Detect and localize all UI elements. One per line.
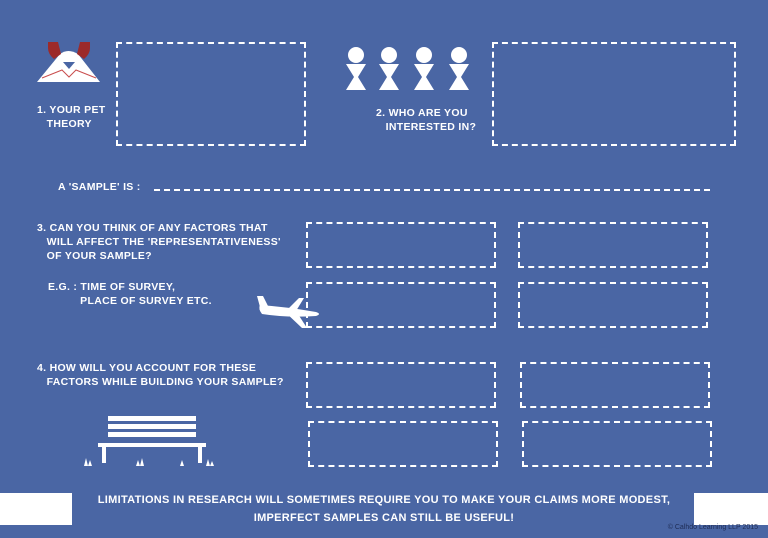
account-box-2[interactable] (520, 362, 710, 408)
copyright-text: © Calhdo Learning LLP 2015 (667, 524, 758, 531)
footer-band (0, 490, 768, 538)
footer-right-panel (694, 493, 768, 525)
account-box-4[interactable] (522, 421, 712, 467)
question-3-example: E.G. : TIME OF SURVEY, PLACE OF SURVEY E… (48, 281, 212, 307)
people-icon (346, 47, 469, 90)
pet-theory-box[interactable] (116, 42, 306, 146)
footer-line-1: LIMITATIONS IN RESEARCH WILL SOMETIMES R… (97, 494, 671, 506)
question-3-label: 3. CAN YOU THINK OF ANY FACTORS THAT WIL… (37, 222, 281, 262)
interested-in-box[interactable] (492, 42, 736, 146)
footer-line-2: IMPERFECT SAMPLES CAN STILL BE USEFUL! (253, 512, 515, 524)
factor-box-3[interactable] (306, 282, 496, 328)
factor-box-1[interactable] (306, 222, 496, 268)
footer-left-panel (0, 493, 72, 525)
account-box-1[interactable] (306, 362, 496, 408)
sample-label: A 'SAMPLE' IS : (58, 181, 141, 193)
account-box-3[interactable] (308, 421, 498, 467)
worksheet-background (0, 0, 768, 490)
question-4-label: 4. HOW WILL YOU ACCOUNT FOR THESE FACTOR… (37, 362, 284, 388)
question-1-label: 1. YOUR PET THEORY (37, 104, 106, 130)
question-2-label: 2. WHO ARE YOU INTERESTED IN? (376, 107, 477, 133)
factor-box-2[interactable] (518, 222, 708, 268)
dog-icon (37, 42, 100, 82)
sample-answer-line[interactable] (154, 189, 710, 191)
bench-icon (84, 416, 214, 466)
airplane-icon (257, 296, 319, 328)
factor-box-4[interactable] (518, 282, 708, 328)
